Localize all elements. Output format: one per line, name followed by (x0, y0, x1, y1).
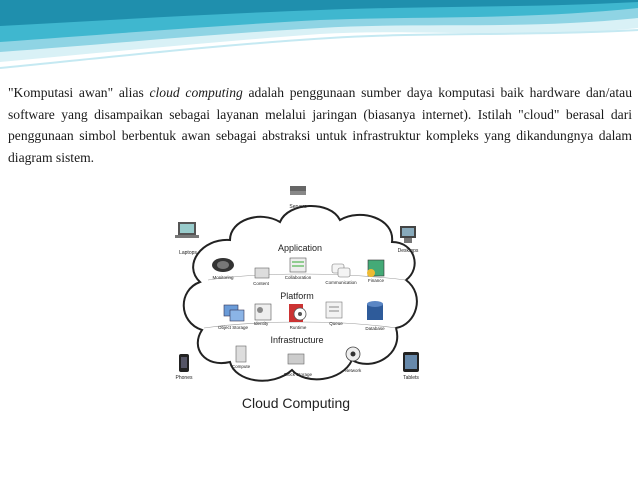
finance-label: Finance (368, 278, 385, 283)
block-storage-label: Block Storage (284, 372, 313, 377)
communication-icon (331, 263, 351, 278)
cloud-outline (182, 205, 418, 382)
communication-label: Communication (325, 280, 357, 285)
database-label: Database (365, 326, 385, 331)
desktops-label: Desktops (398, 248, 419, 254)
object-storage-icon (223, 304, 245, 322)
tablet-icon (403, 352, 419, 372)
compute-label: Compute (232, 364, 251, 369)
infrastructure-layer-label: Infrastructure (270, 335, 323, 345)
runtime-icon (289, 304, 307, 322)
monitoring-icon (212, 258, 234, 272)
cloud-computing-diagram: Application Platform Infrastructure Serv… (175, 186, 419, 411)
tablets-label: Tablets (403, 375, 419, 381)
database-icon (367, 301, 383, 320)
collaboration-icon (289, 257, 307, 273)
network-icon (345, 346, 361, 362)
intro-paragraph: "Komputasi awan" alias cloud computing a… (8, 82, 632, 168)
content-icon (254, 267, 270, 279)
diagram-title: Cloud Computing (242, 395, 350, 411)
compute-icon (235, 345, 247, 363)
phone-icon (179, 354, 189, 372)
application-layer-label: Application (278, 243, 322, 253)
phones-label: Phones (176, 375, 193, 381)
servers-icon (290, 186, 306, 195)
runtime-label: Runtime (290, 325, 307, 330)
content-label: Content (253, 281, 270, 286)
desktop-icon (400, 226, 416, 243)
paragraph-italic-term: cloud computing (149, 85, 243, 100)
platform-layer-label: Platform (280, 291, 314, 301)
collaboration-label: Collaboration (285, 275, 312, 280)
header-wave-band (0, 0, 638, 75)
queue-icon (325, 301, 343, 319)
laptops-label: Laptops (179, 250, 197, 256)
identity-label: Identity (254, 321, 269, 326)
object-storage-label: Object Storage (218, 325, 249, 330)
servers-label: Servers (289, 204, 307, 210)
queue-label: Queue (329, 321, 343, 326)
paragraph-text-1: "Komputasi awan" alias (8, 85, 150, 100)
laptop-icon (175, 222, 199, 238)
paragraph-text-2: adalah penggunaan sumber daya komputasi … (8, 85, 633, 165)
network-label: Network (345, 368, 362, 373)
identity-icon (254, 303, 272, 321)
finance-icon (367, 259, 385, 277)
monitoring-label: Monitoring (212, 275, 234, 280)
block-storage-icon (287, 353, 305, 365)
